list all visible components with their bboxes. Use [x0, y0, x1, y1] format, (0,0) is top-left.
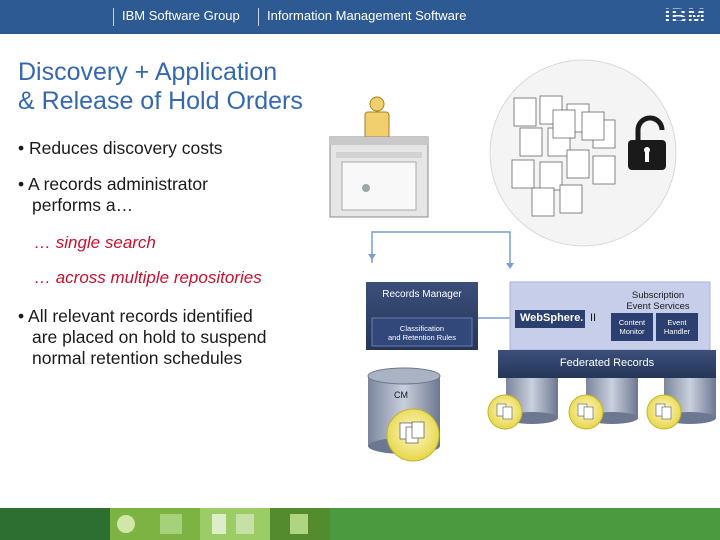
header-divider: [113, 8, 114, 26]
bullet-3-line-1: All relevant records identified: [28, 306, 253, 326]
websphere-suffix: II: [590, 312, 597, 324]
bullet-2: • A records administrator performs a…: [18, 174, 208, 215]
title-line-2: & Release of Hold Orders: [18, 87, 303, 115]
bullet-2-line-2: performs a…: [32, 195, 134, 215]
bullet-3-line-3: normal retention schedules: [32, 348, 243, 368]
person-icon: [364, 96, 390, 139]
content-monitor-label: Content Monitor: [611, 318, 653, 336]
classification-box: [371, 317, 473, 347]
bullet-3: • All relevant records identified are pl…: [18, 306, 267, 368]
bullet-1-text: Reduces discovery costs: [29, 138, 223, 158]
bullet-1: • Reduces discovery costs: [18, 138, 223, 158]
content-monitor-line-1: Content: [618, 318, 646, 327]
database-icon: [506, 378, 716, 424]
event-handler-box: [656, 313, 698, 341]
websphere-label: WebSphere.: [520, 312, 584, 324]
event-handler-line-1: Event: [667, 318, 687, 327]
sub-bullet-2: … across multiple repositories: [34, 268, 262, 287]
document-stack-icon: [496, 403, 672, 420]
header-bar: IBM Software Group Information Managemen…: [0, 0, 720, 34]
bullet-2-line-1: A records administrator: [28, 174, 208, 194]
subscription-line-1: Subscription: [631, 290, 685, 301]
subscription-label: Subscription Event Services: [608, 290, 708, 312]
header-group: IBM Software Group: [122, 8, 240, 23]
event-handler-line-2: Handler: [663, 327, 691, 336]
sub-bullet-1: … single search: [34, 233, 156, 252]
bullet-3-line-2: are placed on hold to suspend: [32, 327, 267, 347]
websphere-logo: [515, 310, 585, 328]
arrow-head: [368, 254, 376, 260]
bottom-decorative-strip: [0, 508, 720, 540]
padlock-icon: [628, 115, 666, 170]
header-divider: [258, 8, 259, 26]
browser-window-icon: [329, 136, 429, 218]
federated-records-bar: [498, 350, 716, 378]
connector-lines: [371, 231, 511, 319]
classification-line-2: and Retention Rules: [388, 333, 456, 342]
event-handler-label: Event Handler: [656, 318, 698, 336]
arrow-head: [506, 263, 514, 269]
document-stack-icon: [399, 421, 425, 444]
page-title: Discovery + Application & Release of Hol…: [18, 58, 303, 116]
content-monitor-box: [611, 313, 653, 341]
content-monitor-line-2: Monitor: [619, 327, 645, 336]
document-stack-icon: [511, 95, 616, 217]
classification-line-1: Classification: [399, 324, 445, 333]
header-division: Information Management Software: [267, 8, 467, 23]
title-line-1: Discovery + Application: [18, 58, 278, 86]
federated-records-label: Federated Records: [559, 357, 655, 369]
classification-label: Classification and Retention Rules: [372, 324, 472, 342]
records-manager-label: Records Manager: [382, 289, 462, 300]
ibm-logo: IBM: [664, 5, 706, 28]
cm-label: CM: [394, 390, 408, 400]
subscription-line-2: Event Services: [626, 301, 690, 312]
